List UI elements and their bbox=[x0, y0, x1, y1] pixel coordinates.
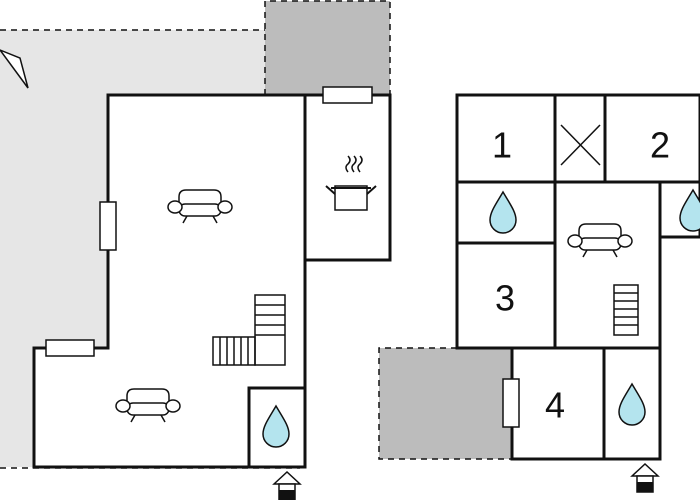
water-drop-icon bbox=[679, 189, 700, 232]
room-4: 4 bbox=[545, 385, 565, 426]
room-1: 1 bbox=[492, 125, 512, 166]
staircase-icon bbox=[212, 294, 286, 366]
sofa-icon bbox=[115, 388, 181, 423]
room-2: 2 bbox=[650, 125, 670, 166]
covered-area-top bbox=[264, 0, 391, 95]
window bbox=[45, 339, 95, 357]
room-3: 3 bbox=[495, 278, 515, 319]
cross-void-icon bbox=[560, 124, 601, 166]
bathroom-left bbox=[262, 405, 290, 448]
sofa-icon bbox=[167, 189, 233, 224]
window bbox=[99, 201, 117, 251]
windows-left bbox=[45, 86, 373, 357]
entrance-arrow-icon bbox=[631, 463, 659, 493]
bathroom-right-upper bbox=[489, 191, 517, 234]
living-room-right bbox=[567, 223, 639, 336]
entrance-arrow-icon bbox=[273, 471, 301, 500]
windows-right bbox=[502, 378, 520, 428]
kitchen bbox=[325, 155, 377, 211]
bathroom-right-lower bbox=[618, 383, 646, 426]
cooking-pot-icon bbox=[325, 155, 377, 211]
water-drop-icon bbox=[262, 405, 290, 448]
right-building bbox=[455, 93, 700, 461]
living-room-lower bbox=[115, 388, 181, 423]
north-arrow-icon bbox=[0, 49, 29, 89]
water-drop-icon bbox=[489, 191, 517, 234]
living-room-upper bbox=[167, 189, 233, 224]
window bbox=[322, 86, 373, 104]
covered-area-bottom bbox=[378, 347, 512, 460]
room-number: 4 bbox=[545, 385, 565, 426]
water-drop-icon bbox=[618, 383, 646, 426]
window bbox=[502, 378, 520, 428]
room-number: 3 bbox=[495, 278, 515, 319]
room-number: 2 bbox=[650, 125, 670, 166]
sofa-icon bbox=[567, 223, 633, 258]
room-number: 1 bbox=[492, 125, 512, 166]
bathroom-right-edge bbox=[679, 189, 700, 232]
staircase-icon bbox=[613, 284, 639, 336]
